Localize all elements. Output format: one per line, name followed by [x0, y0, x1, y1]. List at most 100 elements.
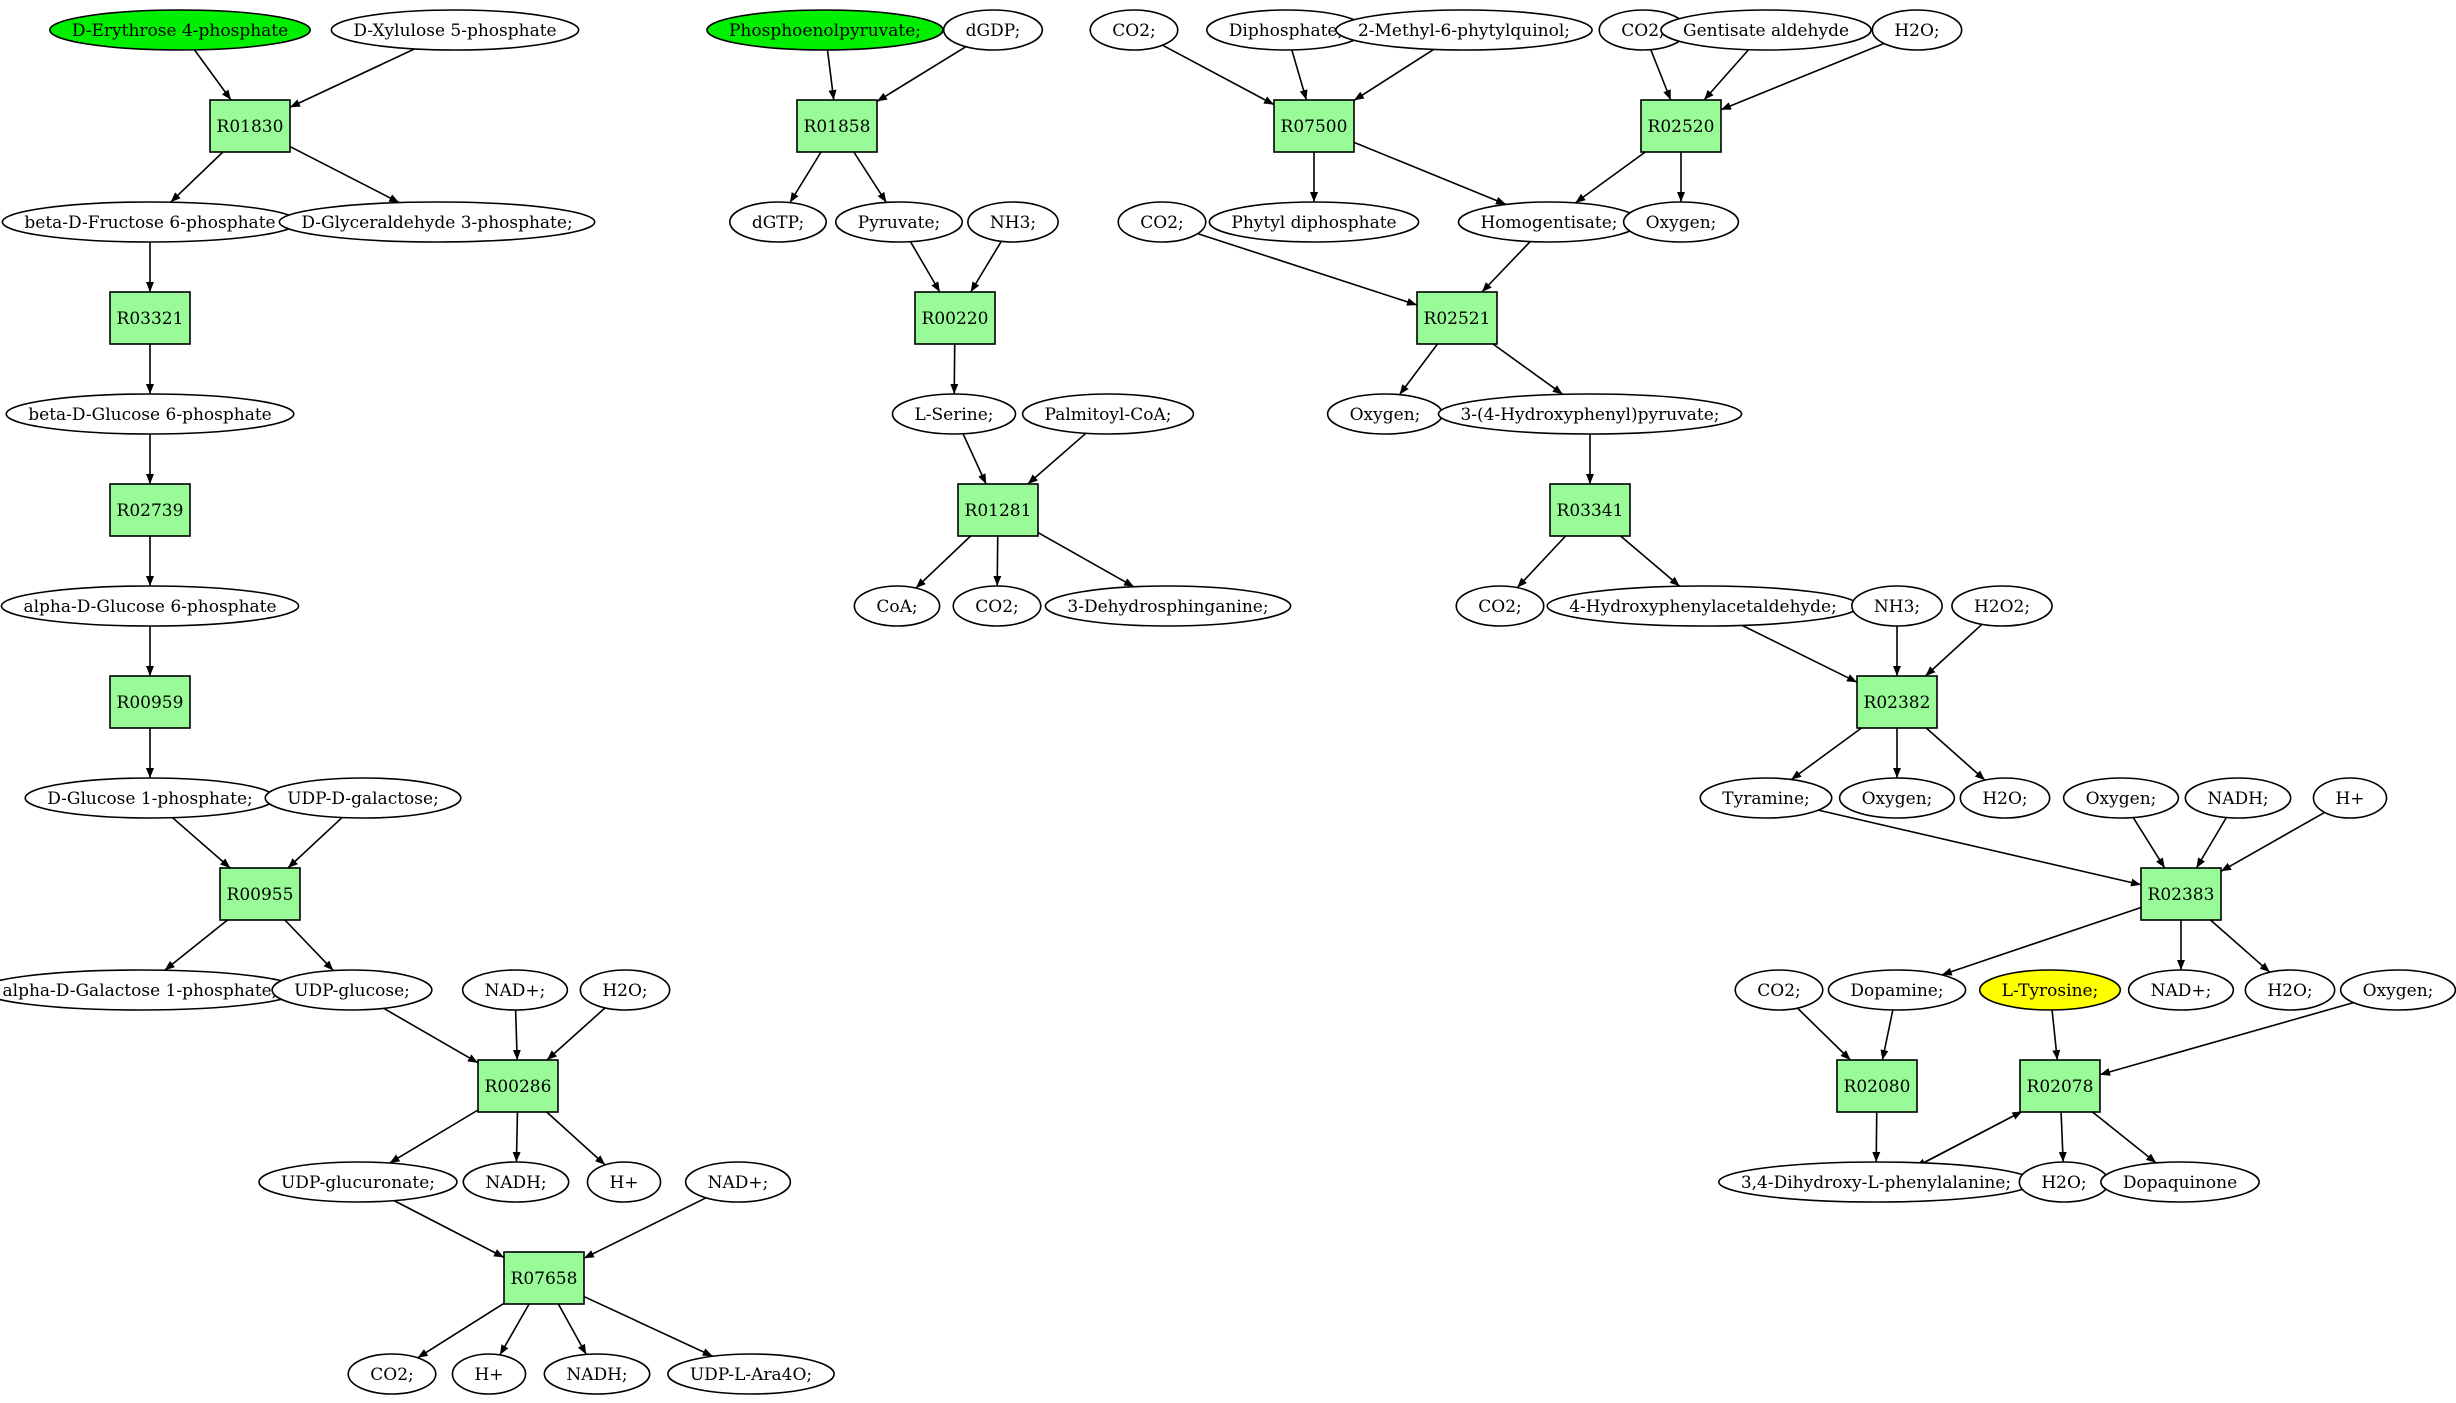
reaction-box	[957, 483, 1039, 537]
metabolite-node-g3p: D-Glyceraldehyde 3-phosphate;	[278, 201, 596, 243]
metabolite-node-e4p: D-Erythrose 4-phosphate	[49, 9, 311, 51]
metabolite-node-oxy3: Oxygen;	[1838, 777, 1956, 819]
metabolite-node-co2d: CO2;	[1598, 9, 1688, 51]
metabolite-label: UDP-L-Ara4O;	[690, 1365, 812, 1385]
metabolite-ellipse	[2127, 969, 2235, 1011]
reaction-node-r02383: R02383	[2140, 867, 2222, 921]
edge-dopa-to-r02080	[1880, 1009, 1894, 1061]
metabolite-ellipse	[891, 393, 1017, 435]
metabolite-label: H2O;	[2267, 981, 2312, 1001]
metabolite-node-dopa: Dopamine;	[1827, 969, 1967, 1011]
metabolite-label: Oxygen;	[1350, 405, 1421, 425]
edge-r02521-to-oxy2	[1398, 343, 1439, 396]
metabolite-label: CO2;	[1112, 21, 1156, 41]
metabolite-label: CO2;	[370, 1365, 414, 1385]
metabolite-label: L-Tyrosine;	[2002, 981, 2099, 1001]
metabolite-label: D-Xylulose 5-phosphate	[353, 21, 556, 41]
metabolite-ellipse	[330, 9, 580, 51]
edge-co2g-to-r02080	[1796, 1007, 1852, 1061]
reaction-label: R03321	[117, 309, 184, 329]
metabolite-label: CO2;	[1140, 213, 1184, 233]
metabolite-ellipse	[2312, 777, 2388, 819]
metabolite-node-palm: Palmitoyl-CoA;	[1021, 393, 1195, 435]
edge-r02382-to-tyra	[1790, 727, 1862, 781]
metabolite-ellipse	[2339, 969, 2456, 1011]
metabolite-node-g1p: D-Glucose 1-phosphate;	[24, 777, 276, 819]
reaction-node-r01858: R01858	[796, 99, 878, 153]
edge-h2oa-to-r02520	[1720, 42, 1885, 111]
metabolite-ellipse	[729, 201, 827, 243]
reaction-box	[109, 291, 191, 345]
metabolite-label: Phytyl diphosphate	[1231, 213, 1396, 233]
metabolite-node-agal1p: alpha-D-Galactose 1-phosphate;	[0, 969, 301, 1011]
metabolite-ellipse	[49, 9, 311, 51]
metabolite-label: H2O;	[602, 981, 647, 1001]
reaction-label: R00220	[922, 309, 989, 329]
edge-nad2-to-r07658	[583, 1197, 707, 1259]
metabolite-label: H+	[2335, 789, 2364, 809]
metabolite-label: Homogentisate;	[1480, 213, 1617, 233]
reaction-box	[209, 99, 291, 153]
metabolite-ellipse	[1871, 9, 1963, 51]
edge-r02382-to-h2ob	[1925, 727, 1986, 781]
metabolite-ellipse	[1699, 777, 1833, 819]
metabolite-node-h2ob: H2O;	[1959, 777, 2051, 819]
edge-mpq-to-r07500	[1353, 48, 1435, 102]
edge-r07500-to-hga	[1353, 141, 1507, 206]
edge-oxy5-to-r02078	[2099, 1001, 2354, 1076]
reaction-box	[1856, 675, 1938, 729]
metabolite-node-udpara: UDP-L-Ara4O;	[667, 1353, 835, 1395]
edge-tyr-to-r02078	[2051, 1009, 2061, 1061]
metabolite-node-h2oc: H2O;	[2244, 969, 2336, 1011]
metabolite-ellipse	[684, 1161, 792, 1203]
metabolite-node-udpglcA: UDP-glucuronate;	[258, 1161, 458, 1203]
metabolite-node-tyr: L-Tyrosine;	[1978, 969, 2122, 1011]
metabolite-ellipse	[1951, 585, 2053, 627]
metabolite-label: H2O;	[1894, 21, 1939, 41]
metabolite-node-tyra: Tyramine;	[1699, 777, 1833, 819]
reaction-box	[219, 867, 301, 921]
metabolite-label: Palmitoyl-CoA;	[1045, 405, 1172, 425]
metabolite-ellipse	[834, 201, 964, 243]
edge-dgdp-to-r01858	[876, 46, 967, 103]
edge-r03341-to-hpa	[1620, 535, 1681, 587]
metabolite-node-oxy4: Oxygen;	[2062, 777, 2180, 819]
metabolite-ellipse	[543, 1353, 651, 1395]
edge-r07658-to-udpara	[583, 1295, 714, 1357]
metabolite-ellipse	[1959, 777, 2051, 819]
reaction-node-r07500: R07500	[1273, 99, 1355, 153]
metabolite-ellipse	[1851, 585, 1943, 627]
metabolite-label: dGDP;	[966, 21, 1021, 41]
reaction-label: R01858	[804, 117, 871, 137]
metabolite-label: D-Glyceraldehyde 3-phosphate;	[301, 213, 572, 233]
metabolite-label: UDP-glucuronate;	[281, 1173, 435, 1193]
edges-layer	[146, 42, 2354, 1359]
metabolite-label: CoA;	[876, 597, 917, 617]
metabolite-label: UDP-glucose;	[294, 981, 410, 1001]
edge-r02383-to-h2oc	[2209, 919, 2271, 973]
metabolite-label: Oxygen;	[1862, 789, 1933, 809]
metabolite-ellipse	[2184, 777, 2292, 819]
edge-co2d-to-r02520	[1650, 49, 1672, 101]
reaction-node-r01830: R01830	[209, 99, 291, 153]
metabolite-label: Tyramine;	[1722, 789, 1810, 809]
edge-r00955-to-udpglc	[284, 919, 334, 972]
metabolite-node-f6p: beta-D-Fructose 6-phosphate	[1, 201, 299, 243]
metabolite-ellipse	[2244, 969, 2336, 1011]
metabolite-node-nad3: NAD+;	[2127, 969, 2235, 1011]
metabolite-node-dhs: 3-Dehydrosphinganine;	[1044, 585, 1292, 627]
reaction-node-r02520: R02520	[1640, 99, 1722, 153]
metabolite-node-nadh2: NADH;	[543, 1353, 651, 1395]
metabolite-node-nh3b: NH3;	[1851, 585, 1943, 627]
reaction-box	[503, 1251, 585, 1305]
reaction-node-r01281: R01281	[957, 483, 1039, 537]
metabolite-label: dGTP;	[752, 213, 804, 233]
metabolite-node-phdp: Phytyl diphosphate	[1208, 201, 1420, 243]
metabolite-node-mpq: 2-Methyl-6-phytylquinol;	[1335, 9, 1593, 51]
reaction-label: R02382	[1864, 693, 1931, 713]
metabolite-node-hga: Homogentisate;	[1457, 201, 1641, 243]
reaction-box	[1640, 99, 1722, 153]
edge-r02520-to-hga	[1574, 151, 1646, 204]
metabolite-node-oxy5: Oxygen;	[2339, 969, 2456, 1011]
edge-tyra-to-r02383	[1818, 809, 2142, 887]
